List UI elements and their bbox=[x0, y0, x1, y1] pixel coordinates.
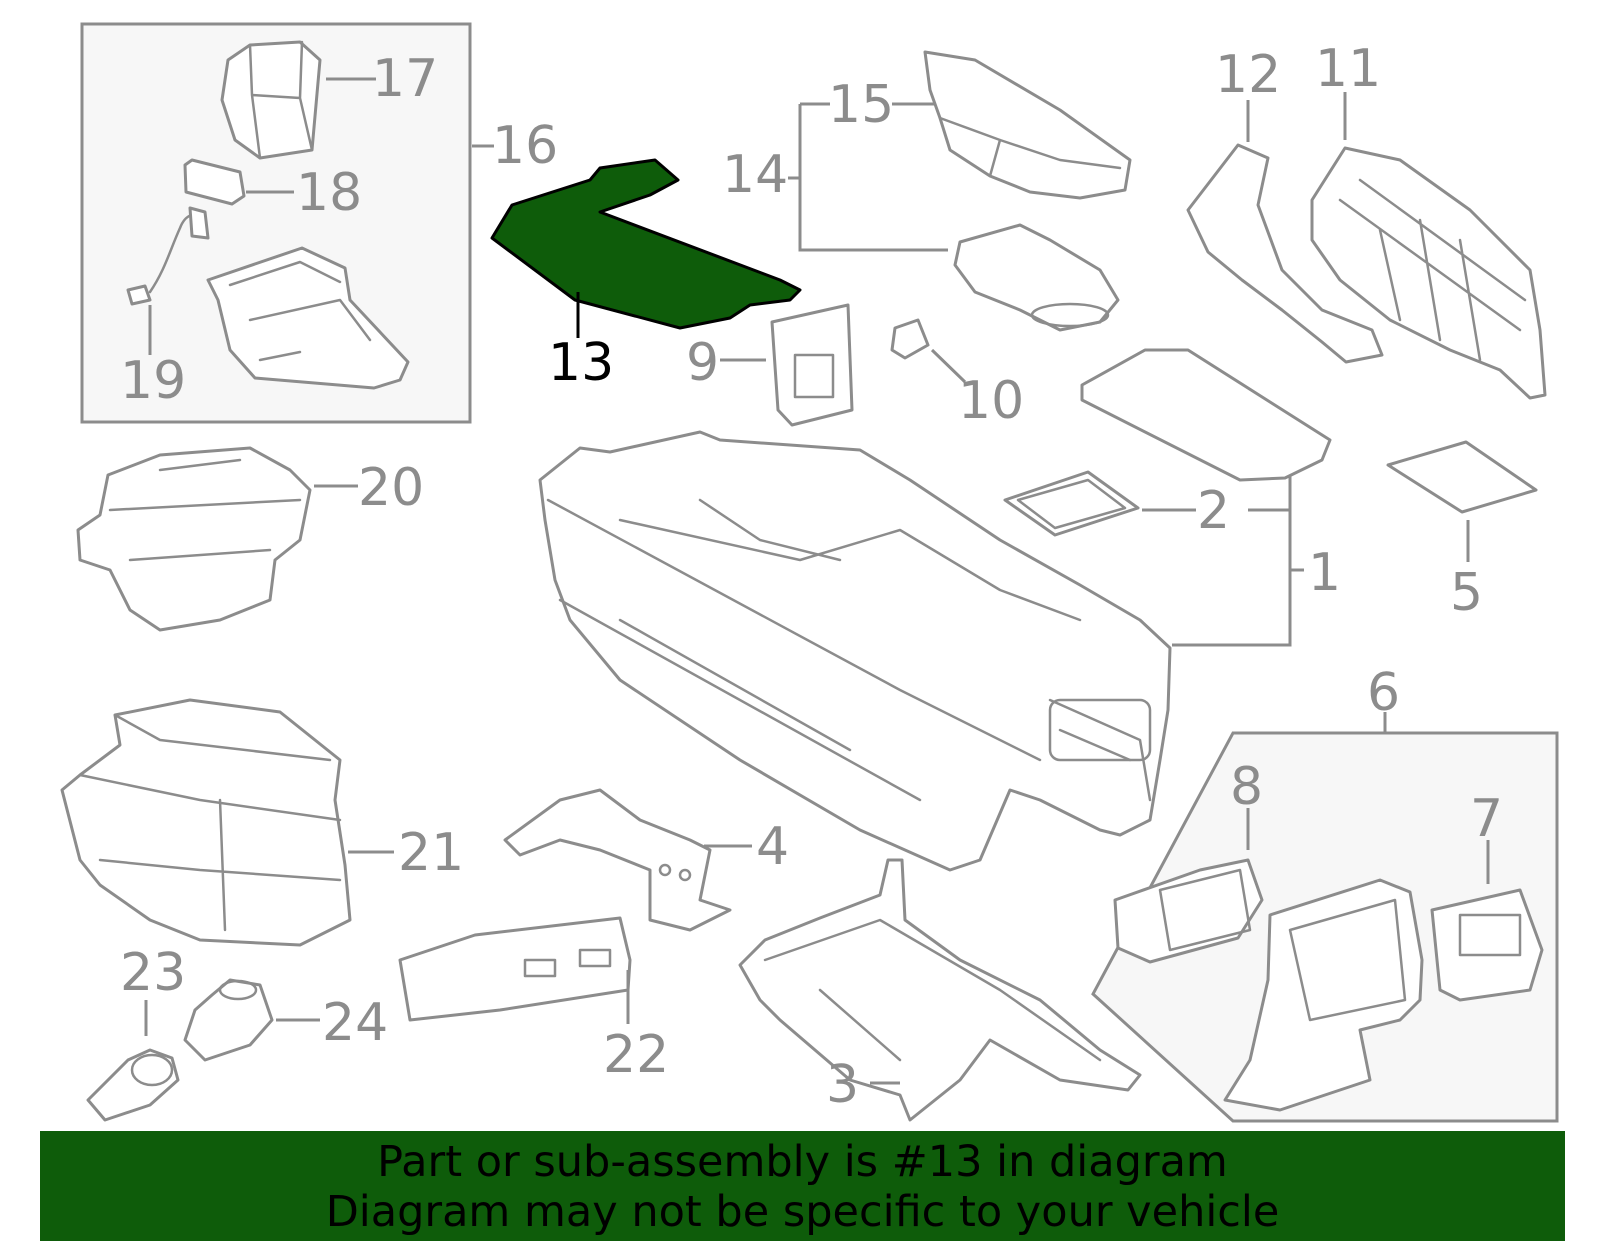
callout-23: 23 bbox=[120, 943, 186, 1003]
callout-24: 24 bbox=[322, 993, 388, 1053]
callout-1: 1 bbox=[1308, 543, 1341, 603]
leader-14 bbox=[788, 102, 948, 252]
part-11[interactable] bbox=[1310, 146, 1547, 400]
part-20[interactable] bbox=[76, 446, 312, 632]
part-5[interactable] bbox=[1386, 440, 1538, 514]
callout-22: 22 bbox=[603, 1025, 669, 1085]
part-23[interactable] bbox=[86, 1048, 180, 1122]
part-13[interactable] bbox=[490, 158, 802, 330]
part-1-console[interactable] bbox=[538, 430, 1172, 872]
callout-21: 21 bbox=[398, 823, 464, 883]
part-7[interactable] bbox=[1430, 888, 1544, 1002]
callout-16: 16 bbox=[492, 116, 558, 176]
part-14-lower[interactable] bbox=[953, 223, 1120, 332]
banner-line-2: Diagram may not be specific to your vehi… bbox=[325, 1187, 1280, 1237]
callout-9: 9 bbox=[686, 333, 719, 393]
callout-20: 20 bbox=[358, 458, 424, 518]
part-19[interactable] bbox=[126, 206, 210, 306]
callout-3: 3 bbox=[826, 1055, 859, 1115]
callout-19: 19 bbox=[120, 351, 186, 411]
callout-17: 17 bbox=[372, 49, 438, 109]
part-8[interactable] bbox=[1113, 858, 1264, 964]
callout-6: 6 bbox=[1367, 663, 1400, 723]
part-15[interactable] bbox=[923, 50, 1132, 200]
leader-1 bbox=[1172, 476, 1304, 647]
callout-4: 4 bbox=[756, 817, 789, 877]
callout-15: 15 bbox=[828, 75, 894, 135]
part-18[interactable] bbox=[183, 158, 246, 206]
part-24[interactable] bbox=[183, 978, 274, 1062]
info-banner: Part or sub-assembly is #13 in diagram D… bbox=[40, 1131, 1565, 1241]
part-6-bezel[interactable] bbox=[1223, 878, 1424, 1112]
part-9[interactable] bbox=[770, 303, 854, 427]
callout-14: 14 bbox=[722, 145, 788, 205]
part-21[interactable] bbox=[60, 698, 352, 947]
part-10[interactable] bbox=[890, 318, 930, 360]
part-17[interactable] bbox=[220, 40, 322, 160]
callout-2: 2 bbox=[1197, 481, 1230, 541]
callout-18: 18 bbox=[296, 163, 362, 223]
part-2[interactable] bbox=[1003, 470, 1140, 537]
part-12[interactable] bbox=[1186, 143, 1384, 364]
part-22[interactable] bbox=[398, 916, 632, 1022]
part-16-body[interactable] bbox=[206, 246, 410, 390]
callout-12: 12 bbox=[1215, 45, 1281, 105]
callout-5: 5 bbox=[1450, 563, 1483, 623]
callout-7: 7 bbox=[1470, 789, 1503, 849]
callout-labels: 17 18 19 16 13 14 15 12 11 9 10 2 1 5 20… bbox=[120, 39, 1503, 1115]
callout-11: 11 bbox=[1315, 39, 1381, 99]
part-3[interactable] bbox=[738, 858, 1142, 1122]
callout-8: 8 bbox=[1230, 757, 1263, 817]
callout-13: 13 bbox=[548, 333, 614, 393]
part-1-lid[interactable] bbox=[1080, 348, 1332, 482]
part-4[interactable] bbox=[503, 788, 732, 932]
leader-10 bbox=[930, 348, 967, 384]
callout-10: 10 bbox=[958, 371, 1024, 431]
banner-line-1: Part or sub-assembly is #13 in diagram bbox=[377, 1137, 1228, 1187]
leader-lines bbox=[144, 77, 1490, 1085]
